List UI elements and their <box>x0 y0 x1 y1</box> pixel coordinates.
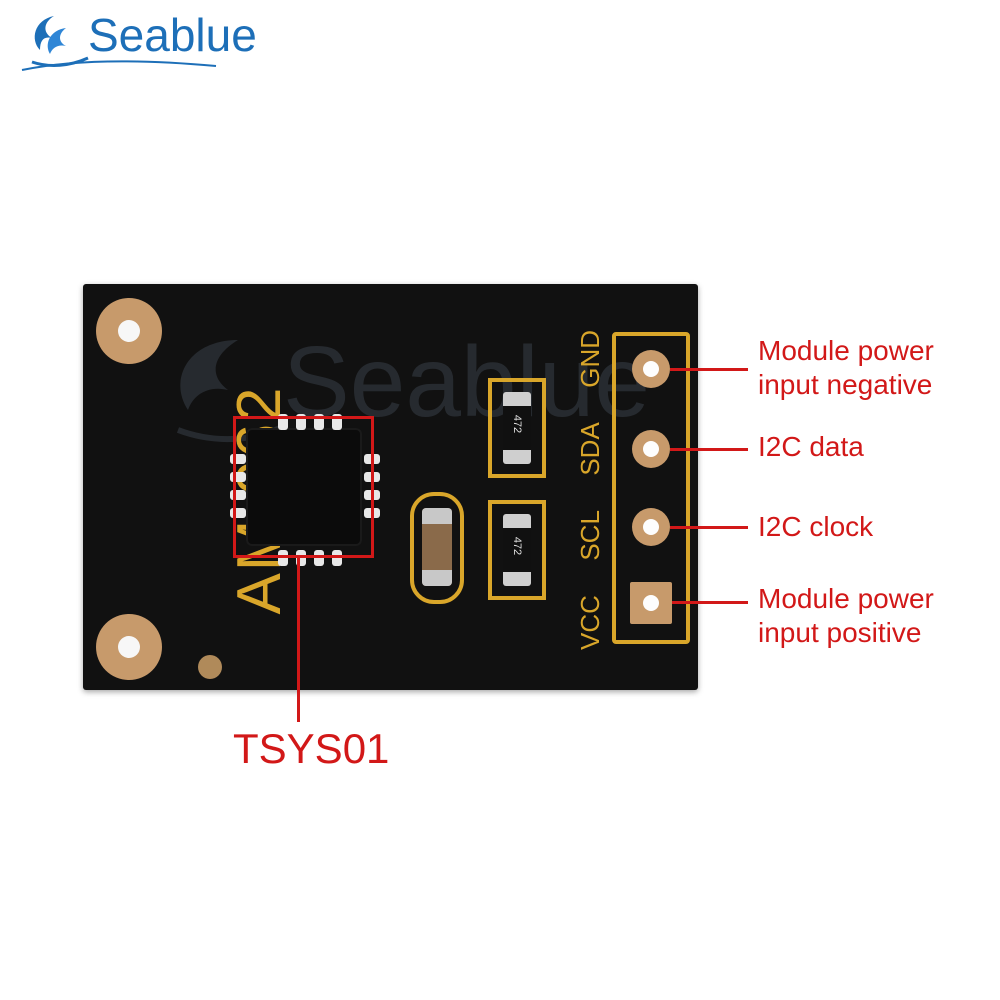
callout-sda: I2C data <box>758 430 864 464</box>
callout-line-vcc <box>672 601 748 604</box>
callout-line-scl <box>670 526 748 529</box>
callout-sda-text: I2C data <box>758 431 864 462</box>
callout-line-sda <box>670 448 748 451</box>
callout-vcc: Module power input positive <box>758 582 934 650</box>
callout-gnd-text: Module power input negative <box>758 335 934 400</box>
pin-label-scl: SCL <box>575 510 605 561</box>
callout-scl-text: I2C clock <box>758 511 874 542</box>
resistor-2: 472 <box>503 514 531 586</box>
pin-pad-vcc <box>630 582 672 624</box>
resistor-2-outline <box>488 500 546 600</box>
callout-gnd: Module power input negative <box>758 334 934 402</box>
brand-name: Seablue <box>88 9 257 61</box>
capacitor-outline <box>410 492 464 604</box>
callout-scl: I2C clock <box>758 510 873 544</box>
pin-pad-scl <box>632 508 670 546</box>
watermark-text: Seablue <box>283 326 650 438</box>
pin-labels: GND SDA SCL VCC <box>560 330 620 650</box>
chip-highlight-box <box>233 416 374 558</box>
pin-pad-sda <box>632 430 670 468</box>
pcb-board <box>83 284 698 690</box>
pin-label-vcc: VCC <box>575 595 605 650</box>
via-pad <box>198 655 222 679</box>
brand-underline <box>21 60 217 71</box>
resistor-1-code: 472 <box>511 414 523 434</box>
pin-label-gnd: GND <box>575 330 605 388</box>
callout-vcc-text: Module power input positive <box>758 583 934 648</box>
mounting-hole-bottom <box>96 614 162 680</box>
resistor-2-code: 472 <box>511 536 523 556</box>
mounting-hole-top <box>96 298 162 364</box>
resistor-1-outline <box>488 378 546 478</box>
capacitor <box>422 508 452 586</box>
pin-pad-gnd <box>632 350 670 388</box>
pin-label-sda: SDA <box>575 422 605 476</box>
chip-callout-line <box>297 558 300 722</box>
sensor-chip <box>246 428 362 546</box>
resistor-1: 472 <box>503 392 531 464</box>
callout-line-gnd <box>670 368 748 371</box>
header-outline <box>612 332 690 644</box>
chip-callout-label: TSYS01 <box>233 725 390 772</box>
